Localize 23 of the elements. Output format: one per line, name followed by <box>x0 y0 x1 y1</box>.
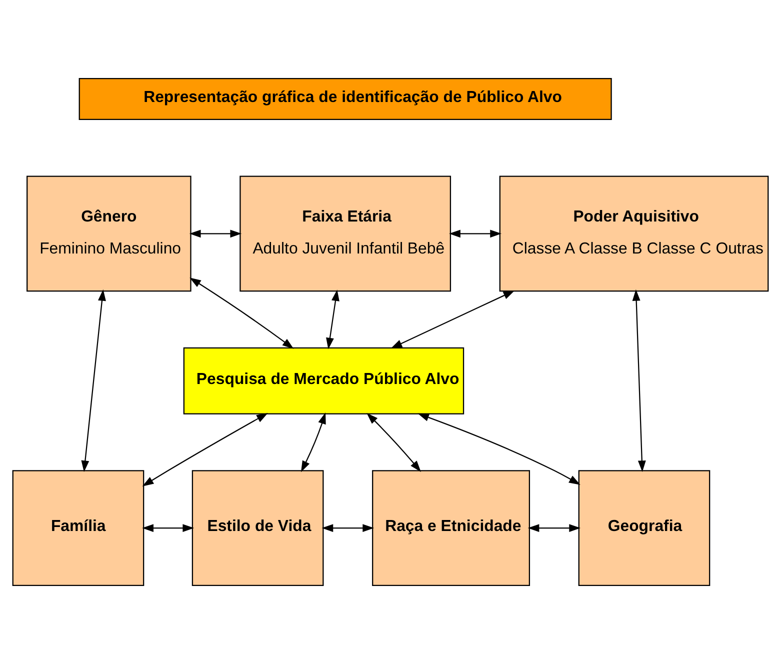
arrow <box>449 230 502 238</box>
arrow <box>81 289 106 472</box>
arrow <box>322 524 374 532</box>
node-box: Faixa Etária Adulto Juvenil Infantil Bebê <box>240 176 452 292</box>
arrow <box>390 290 515 348</box>
arrow <box>632 289 646 472</box>
arrow <box>300 412 326 472</box>
arrow <box>142 413 268 486</box>
arrow <box>142 524 194 532</box>
arrow <box>366 412 421 472</box>
node-box: Gênero Feminino Masculino <box>26 176 192 292</box>
arrow <box>528 524 581 532</box>
node-box: Raça e Etnicidade <box>372 470 530 586</box>
node-box: Pesquisa de Mercado Público Alvo <box>183 347 464 414</box>
arrow <box>190 278 294 349</box>
node-box: Poder Aquisitivo Classe A Classe B Classe C Outras <box>499 176 769 292</box>
node-box: Representação gráfica de identificação de Público Alvo <box>78 78 612 120</box>
node-box: Geografia <box>578 470 710 586</box>
arrow <box>189 230 242 238</box>
arrow <box>418 413 580 485</box>
arrow <box>326 290 340 350</box>
node-box: Família <box>12 470 144 586</box>
node-box: Estilo de Vida <box>192 470 324 586</box>
